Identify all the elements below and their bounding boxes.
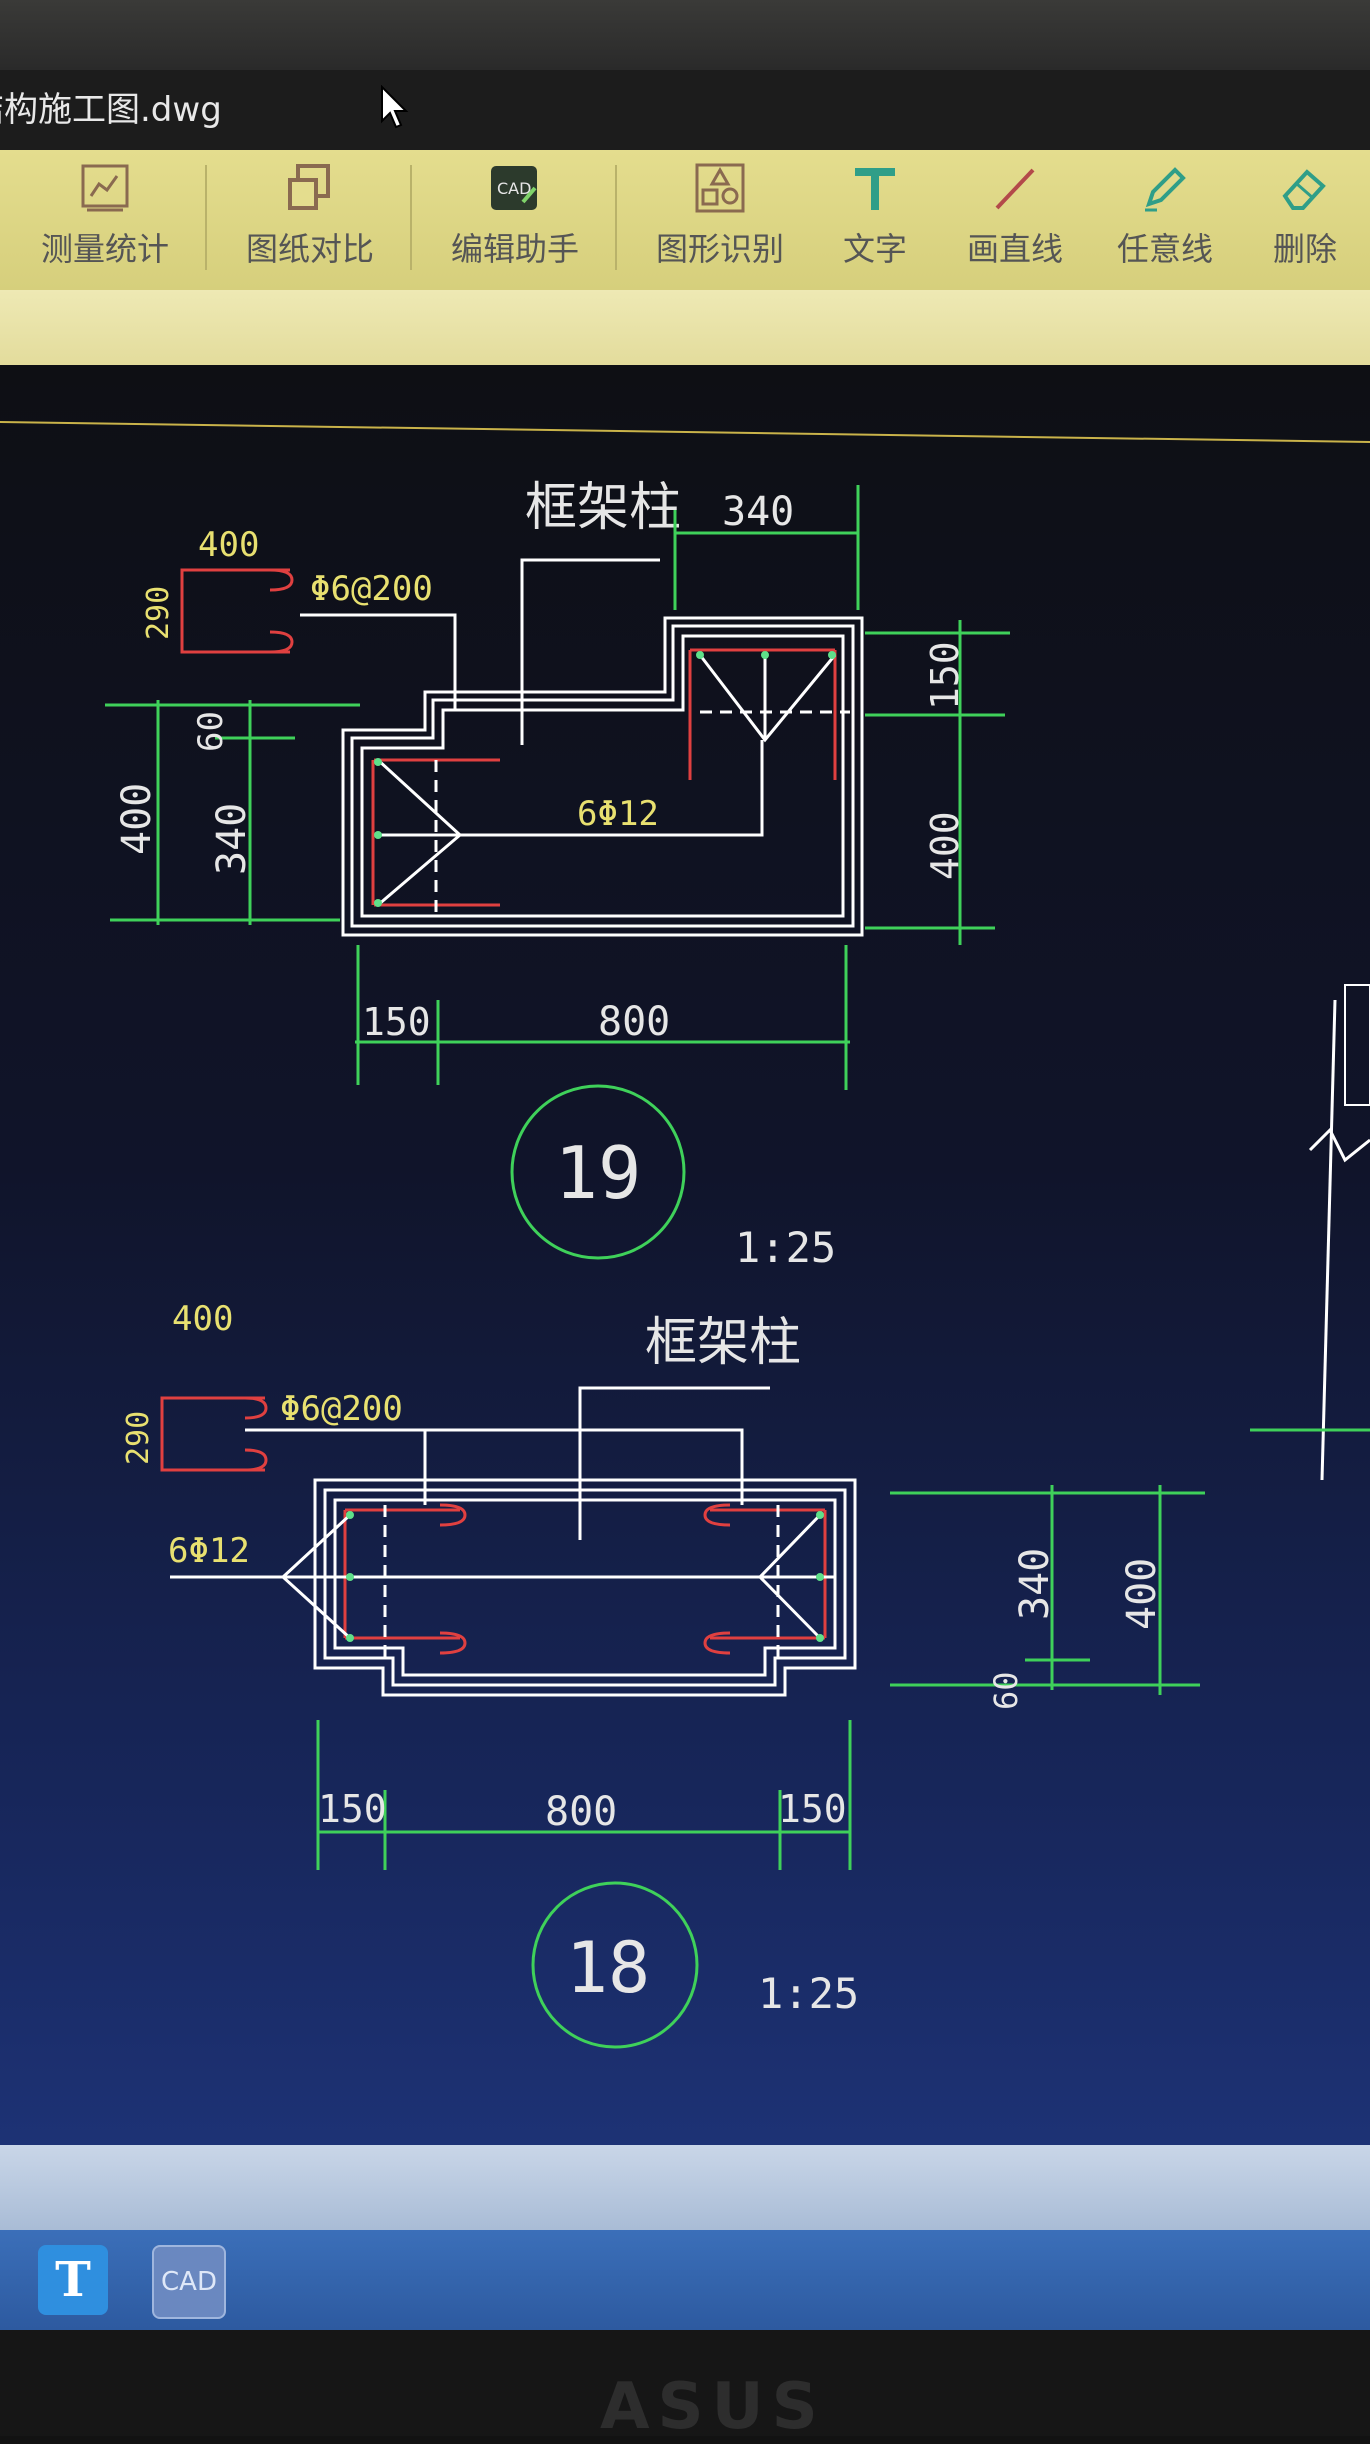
tool-measure-stat[interactable]: 测量统计 <box>25 160 185 280</box>
partial-elevation <box>1250 984 1370 1481</box>
tool-edit-assistant[interactable]: CAD 编辑助手 <box>435 160 595 280</box>
monitor-brand-logo: ASUS <box>600 2370 826 2444</box>
dim-right-inner: 340 <box>1012 1548 1058 1620</box>
detail-bubble <box>510 1084 686 1260</box>
dim-bottom-right: 150 <box>778 1787 847 1831</box>
cad-edit-icon: CAD <box>487 160 543 216</box>
cad-drawing-canvas[interactable]: 框架柱 400 290 Φ6@200 6Φ12 <box>0 365 1370 2145</box>
horizontal-scrollbar[interactable] <box>0 2145 1370 2230</box>
tool-delete[interactable]: 删除 <box>1225 160 1370 280</box>
rebar-spec-label: 6Φ12 <box>577 794 659 834</box>
stirrup-height-label: 290 <box>121 1411 156 1465</box>
tool-label: 图形识别 <box>655 230 784 268</box>
tool-label: 测量统计 <box>40 230 169 268</box>
detail-scale: 1:25 <box>758 1969 859 2018</box>
detail-19[interactable]: 框架柱 400 290 Φ6@200 6Φ12 <box>105 478 1010 1272</box>
taskbar-app-text[interactable]: T <box>38 2245 108 2315</box>
dim-right-small: 60 <box>987 1671 1025 1710</box>
detail-18[interactable]: 框架柱 400 290 Φ6@200 <box>121 1299 1205 2049</box>
mouse-cursor-icon <box>381 85 409 129</box>
tool-label: 图纸对比 <box>245 230 374 268</box>
dim-bottom-left: 150 <box>318 1787 387 1831</box>
ribbon-toolbar <box>0 150 1370 290</box>
text-icon <box>847 160 903 216</box>
stirrup-height-label: 290 <box>141 586 176 640</box>
stirrup-spec-label: Φ6@200 <box>280 1389 403 1429</box>
monitor-bezel-top <box>0 0 1370 70</box>
detail-title: 框架柱 <box>645 1313 801 1373</box>
tool-label: 编辑助手 <box>450 230 579 268</box>
monitor-bezel-bottom <box>0 2330 1370 2436</box>
toolbar-separator <box>410 165 412 270</box>
taskbar <box>0 2230 1370 2330</box>
line-icon <box>987 160 1043 216</box>
rebar-spec-label: 6Φ12 <box>168 1531 250 1571</box>
tool-label: 任意线 <box>1116 230 1213 268</box>
tool-compare[interactable]: 图纸对比 <box>230 160 390 280</box>
tool-shape-recognize[interactable]: 图形识别 <box>640 160 800 280</box>
detail-number: 18 <box>566 1927 650 2009</box>
measure-stat-icon <box>77 160 133 216</box>
toolbar-separator <box>615 165 617 270</box>
dim-left-inner: 340 <box>209 803 255 875</box>
dim-left-top: 60 <box>191 711 231 752</box>
tool-draw-line[interactable]: 画直线 <box>935 160 1095 280</box>
layout-border <box>0 421 1370 443</box>
stirrup-spec-label: Φ6@200 <box>310 569 433 609</box>
dim-right-top: 150 <box>923 641 967 710</box>
ribbon-panel <box>0 290 1370 365</box>
tool-freehand[interactable]: 任意线 <box>1085 160 1245 280</box>
dim-bottom: 800 <box>598 999 670 1045</box>
tool-text[interactable]: 文字 <box>795 160 955 280</box>
stirrup-width-label: 400 <box>172 1299 233 1339</box>
dim-top: 340 <box>722 489 794 535</box>
dim-bottom-left: 150 <box>362 1000 431 1044</box>
detail-number: 19 <box>555 1131 642 1215</box>
compare-icon <box>282 160 338 216</box>
stirrup-width-label: 400 <box>198 525 259 565</box>
dim-right-outer: 400 <box>1119 1558 1165 1630</box>
eraser-icon <box>1277 160 1333 216</box>
toolbar-separator <box>205 165 207 270</box>
detail-title: 框架柱 <box>525 478 681 538</box>
dim-bottom: 800 <box>545 1789 617 1835</box>
detail-bubble <box>531 1881 699 2049</box>
dim-right: 400 <box>923 811 967 880</box>
tool-label: 删除 <box>1272 230 1337 268</box>
window-titlebar: 结构施工图.dwg <box>0 70 1370 150</box>
detail-scale: 1:25 <box>735 1223 836 1272</box>
pen-icon <box>1137 160 1193 216</box>
window-title: 结构施工图.dwg <box>0 90 222 130</box>
tool-label: 画直线 <box>966 230 1063 268</box>
svg-text:CAD: CAD <box>497 179 531 198</box>
shape-recognize-icon <box>692 160 748 216</box>
dim-left-outer: 400 <box>114 783 160 855</box>
taskbar-app-cad[interactable]: CAD <box>152 2245 226 2319</box>
tool-label: 文字 <box>842 230 907 268</box>
